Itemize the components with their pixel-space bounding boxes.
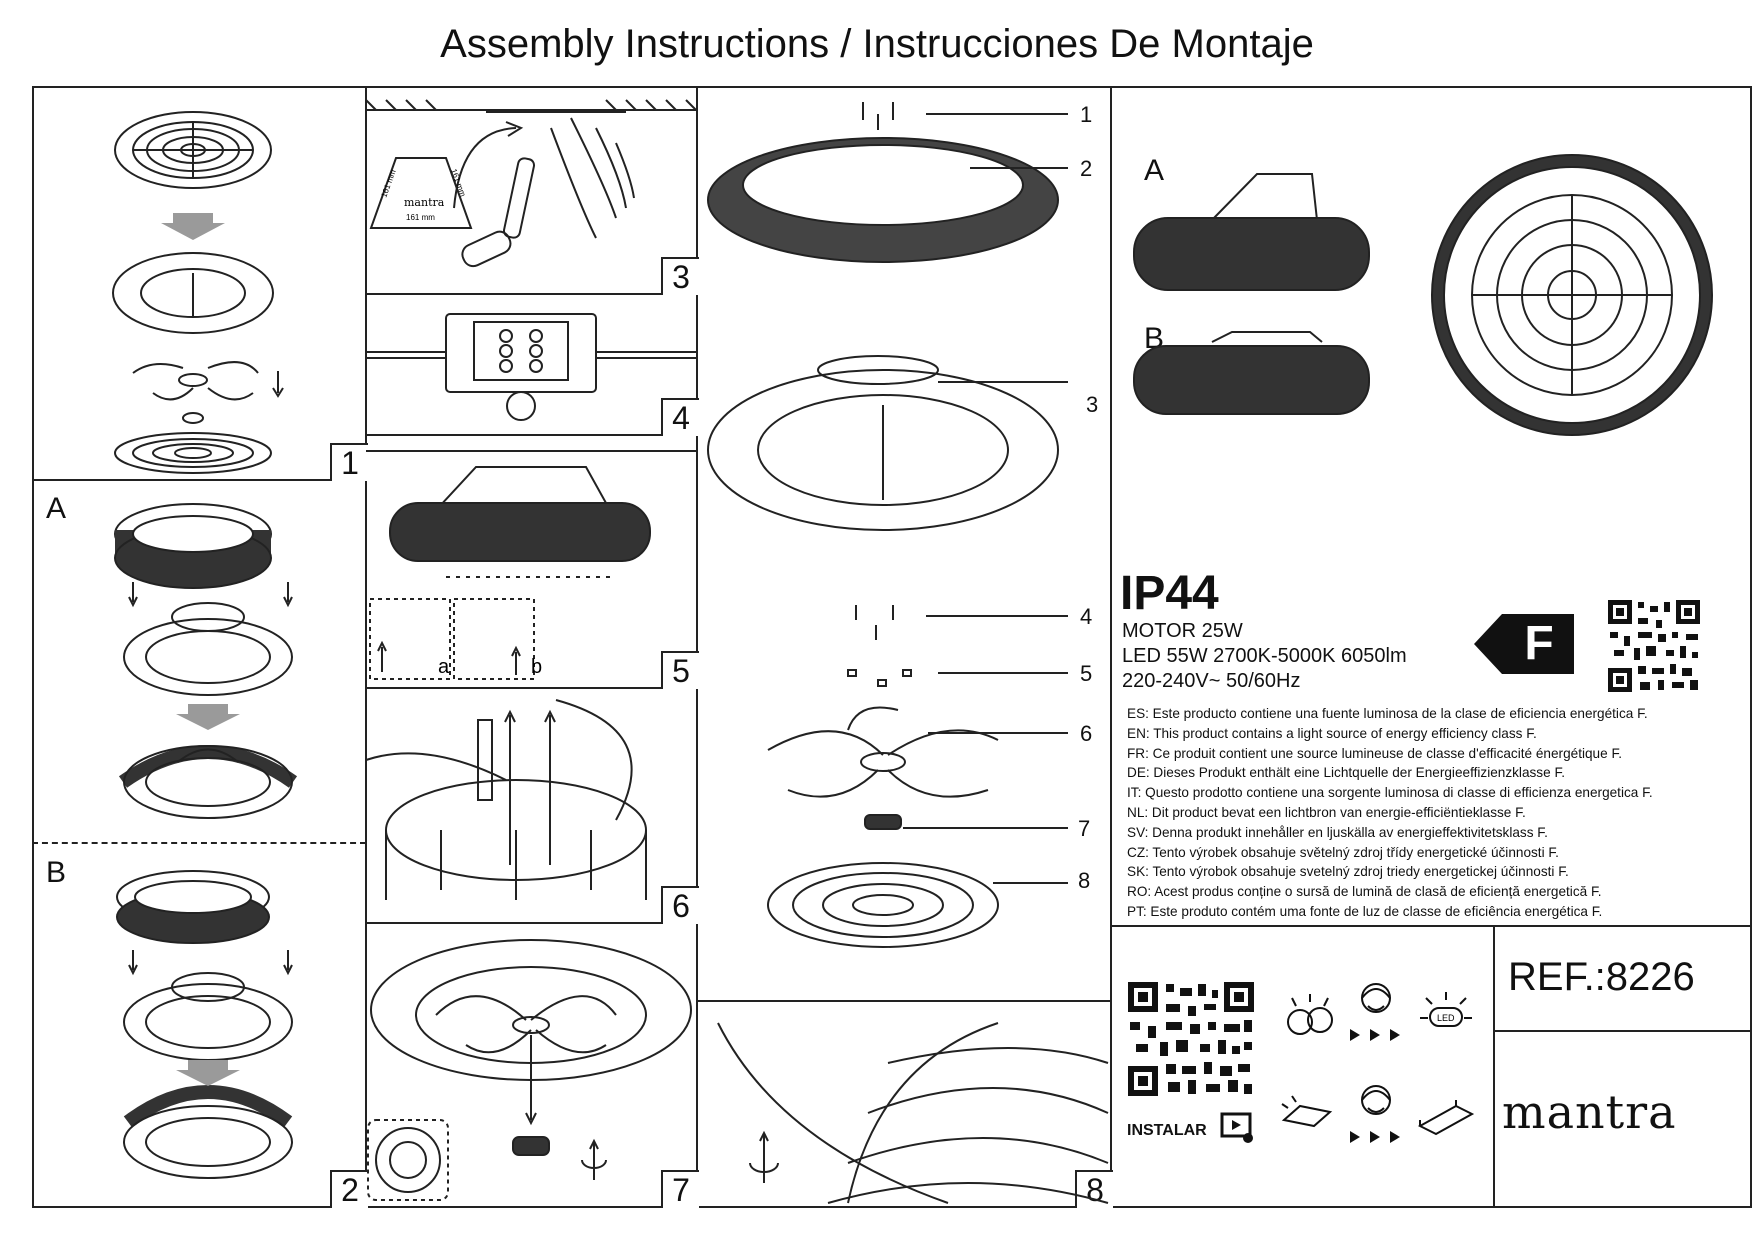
part-callout-5: 5 — [1080, 661, 1093, 686]
energy-class-arrow-icon — [1474, 614, 1574, 674]
technician-icon — [1361, 983, 1391, 1013]
step4-terminal-block — [366, 313, 696, 421]
spec-motor: MOTOR 25W — [1122, 620, 1243, 642]
divider-step5 — [365, 687, 697, 689]
divider-ref — [1493, 925, 1495, 1208]
qr-code-icon — [1606, 598, 1702, 694]
energy-statement-de: DE: Dieses Produkt enthält eine Lichtque… — [1127, 765, 1566, 781]
reference-number: REF.:8226 — [1508, 955, 1695, 999]
step-number-7: 7 — [661, 1170, 699, 1208]
step3-dim-bottom: 161 mm — [406, 213, 435, 222]
step3-logo: mantra — [404, 196, 445, 209]
part-callout-2: 2 — [1080, 156, 1093, 181]
energy-class-letter: F — [1524, 617, 1554, 670]
triple-arrow-icon — [1350, 1029, 1400, 1041]
variant-label-a-right: A — [1144, 154, 1165, 187]
divider-step1 — [32, 479, 366, 481]
step5-sub-a: a — [438, 656, 450, 678]
spec-led: LED 55W 2700K-5000K 6050lm — [1122, 645, 1407, 667]
energy-statement-nl: NL: Dit product bevat een lichtbron van … — [1127, 804, 1526, 820]
energy-statement-cz: CZ: Tento výrobek obsahuje světelný zdro… — [1127, 844, 1559, 860]
step7-illustration — [367, 939, 692, 1201]
energy-statements: ES: Este producto contiene una fuente lu… — [1127, 704, 1653, 922]
exploded-parts-view — [707, 102, 1068, 948]
variant-label-a: A — [46, 492, 67, 525]
divider-col2 — [696, 86, 698, 1208]
technician-icon-2 — [1361, 1085, 1391, 1115]
step5-sub-b: b — [531, 656, 542, 678]
energy-statement-sv: SV: Denna produkt innehåller en ljuskäll… — [1127, 824, 1548, 840]
divider-brand — [1493, 1030, 1752, 1032]
step-number-5: 5 — [661, 651, 699, 689]
part-callout-4: 4 — [1080, 604, 1093, 629]
step-number-3: 3 — [661, 257, 699, 295]
energy-statement-en: EN: This product contains a light source… — [1127, 725, 1537, 741]
divider-step8 — [696, 1000, 1111, 1002]
led-bulbs-icon — [1287, 994, 1333, 1035]
divider-step4 — [365, 434, 697, 436]
part-callout-6: 6 — [1080, 721, 1093, 746]
part-callout-8: 8 — [1078, 868, 1091, 893]
triple-arrow-icon-2 — [1350, 1131, 1400, 1143]
step3-dim-left: 161 mm — [379, 168, 397, 199]
step-number-1: 1 — [330, 443, 368, 481]
step-number-4: 4 — [661, 398, 699, 436]
divider-step6 — [365, 922, 697, 924]
divider-col3 — [1110, 86, 1112, 1208]
part-callout-1: 1 — [1080, 102, 1093, 127]
brand-logo: mantra — [1502, 1085, 1677, 1139]
step3-dim-right: 161 mm — [449, 168, 467, 199]
energy-statement-fr: FR: Ce produit contient une source lumin… — [1127, 745, 1623, 761]
divider-step2-ab — [32, 842, 366, 844]
part-callout-3: 3 — [1086, 392, 1099, 417]
part-callout-7: 7 — [1078, 816, 1091, 841]
divider-step3 — [365, 293, 697, 295]
svg-text:LED: LED — [1437, 1013, 1455, 1023]
page-title: Assembly Instructions / Instrucciones De… — [440, 22, 1314, 66]
energy-statement-ro: RO: Acest produs conține o sursă de lumi… — [1127, 884, 1602, 900]
video-play-icon[interactable] — [1220, 1112, 1256, 1144]
ip-rating: IP44 — [1120, 567, 1219, 620]
energy-statement-es: ES: Este producto contiene una fuente lu… — [1127, 706, 1648, 721]
energy-statement-sk: SK: Tento výrobok obsahuje svetelný zdro… — [1127, 864, 1569, 880]
assembled-views — [1133, 154, 1713, 436]
step5-illustration: a b — [366, 450, 696, 680]
spec-voltage: 220-240V~ 50/60Hz — [1122, 670, 1301, 692]
step6-illustration — [365, 699, 647, 900]
step2-illustration — [114, 503, 298, 1179]
step-number-6: 6 — [661, 886, 699, 924]
step8-illustration — [717, 1022, 1109, 1204]
energy-statement-pt: PT: Este produto contém uma fonte de luz… — [1127, 903, 1603, 919]
divider-info — [1110, 925, 1752, 927]
led-module-icon: LED — [1420, 992, 1472, 1027]
install-label: INSTALAR — [1127, 1122, 1207, 1139]
variant-label-b: B — [46, 856, 67, 889]
instruction-frame — [32, 86, 1752, 1208]
led-driver-icon — [1417, 1100, 1475, 1136]
energy-statement-it: IT: Questo prodotto contiene una sorgent… — [1127, 785, 1653, 801]
step1-illustration — [112, 111, 284, 474]
step-number-2: 2 — [330, 1170, 368, 1208]
step3-illustration: 161 mm 161 mm 161 mm mantra — [365, 99, 697, 268]
led-strip-icon — [1281, 1095, 1333, 1128]
install-qr-code-icon[interactable] — [1126, 980, 1256, 1098]
divider-col1 — [365, 86, 367, 1208]
